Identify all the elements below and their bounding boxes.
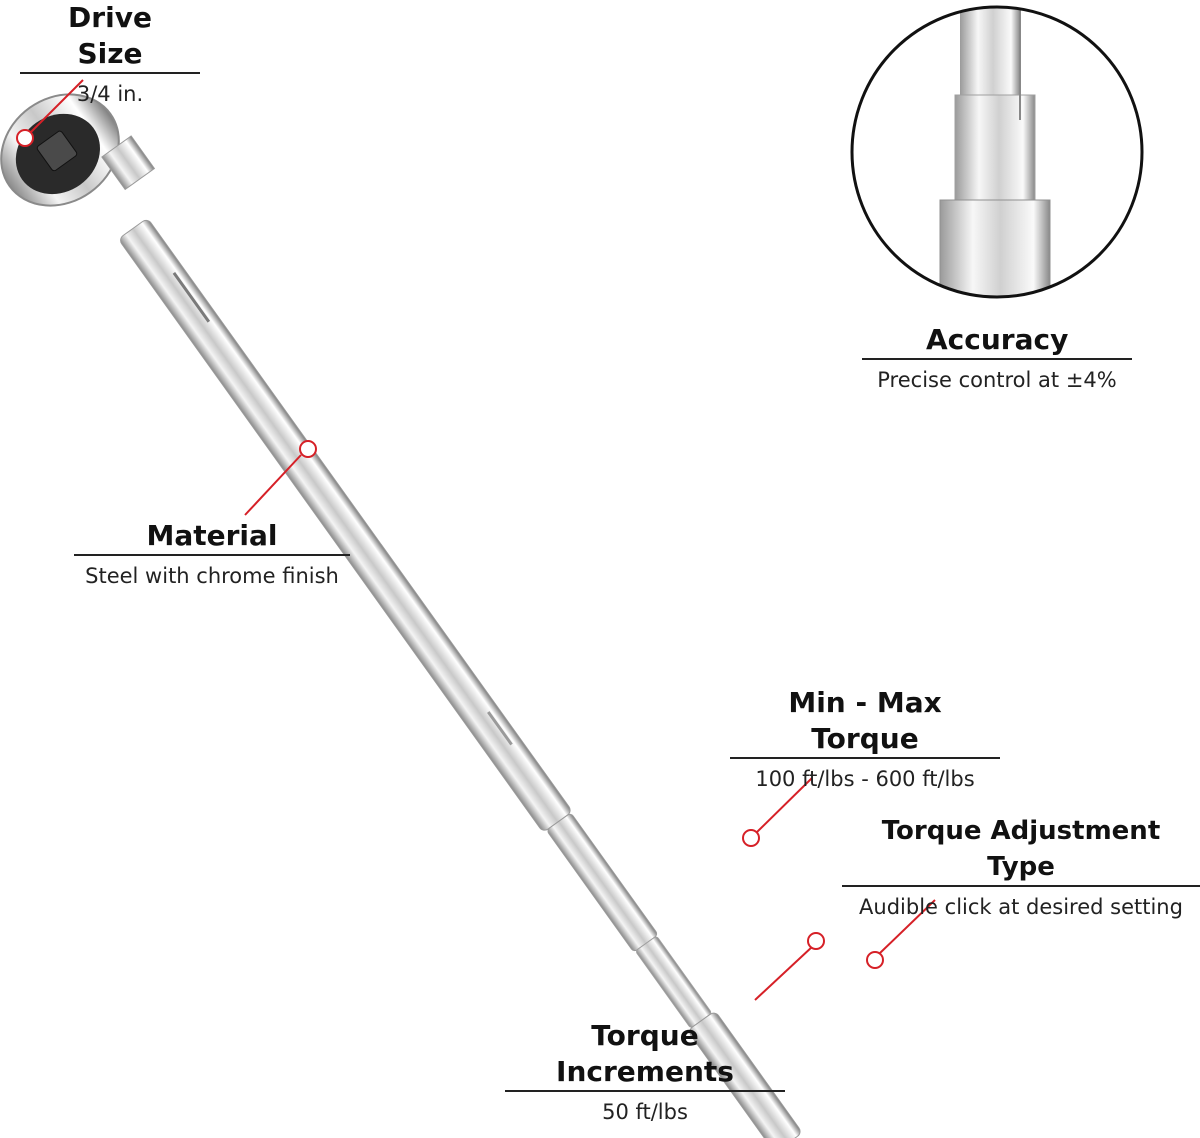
callout-description: 100 ft/lbs - 600 ft/lbs xyxy=(755,767,975,791)
callout-description: 3/4 in. xyxy=(76,82,144,106)
callout-line-min-max xyxy=(755,777,813,834)
detail-magnifier-circle xyxy=(850,5,1144,299)
callout-title: Torque Adjustment Type xyxy=(842,813,1200,887)
callout-min-max-torque: Min - Max Torque 100 ft/lbs - 600 ft/lbs xyxy=(730,685,1000,793)
callout-description: Steel with chrome finish xyxy=(85,564,339,588)
callout-description: Precise control at ±4% xyxy=(877,368,1117,392)
callout-dot-icon xyxy=(16,129,34,147)
callout-drive-size: Drive Size 3/4 in. xyxy=(20,0,200,108)
callout-line-material xyxy=(244,454,302,516)
callout-dot-icon xyxy=(807,932,825,950)
callout-line-increments xyxy=(754,945,814,1001)
callout-title: Torque Increments xyxy=(505,1018,785,1092)
callout-title: Min - Max Torque xyxy=(730,685,1000,759)
callout-dot-icon xyxy=(299,440,317,458)
callout-description: 50 ft/lbs xyxy=(602,1100,688,1124)
callout-accuracy: Accuracy Precise control at ±4% xyxy=(862,322,1133,394)
callout-dot-icon xyxy=(866,951,884,969)
callout-title: Drive Size xyxy=(20,0,200,74)
callout-title: Material xyxy=(74,518,350,556)
callout-description: Audible click at desired setting xyxy=(859,895,1183,919)
callout-material: Material Steel with chrome finish xyxy=(72,518,352,590)
callout-dot-icon xyxy=(742,829,760,847)
callout-line-drive-size xyxy=(28,79,84,135)
callout-adjustment-type: Torque Adjustment Type Audible click at … xyxy=(842,813,1200,921)
torque-wrench-image xyxy=(0,93,801,1138)
callout-title: Accuracy xyxy=(862,322,1133,360)
callout-increments: Torque Increments 50 ft/lbs xyxy=(505,1018,785,1126)
callout-line-adjustment xyxy=(879,899,936,954)
